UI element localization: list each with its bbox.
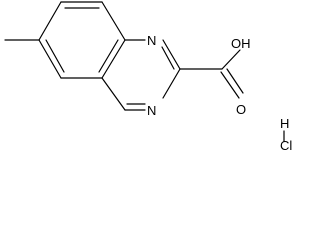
bond-c4a-c8a-inner: [98, 39, 119, 73]
bond-c6-c5: [38, 39, 62, 79]
atom-label-n1: N: [147, 33, 156, 48]
bond-c8a-c8: [101, 1, 126, 41]
bond-c4a-c8a: [101, 39, 126, 79]
bond-n1-c2-inner: [161, 46, 175, 70]
benzene-ring: [38, 1, 126, 79]
carboxylic-acid-group: [179, 49, 244, 99]
chemical-structure-diagram: N N OH O H Cl: [4, 1, 292, 150]
pyrimidine-ring: [101, 39, 181, 111]
atom-label-cl: Cl: [280, 138, 292, 150]
atom-label-h: H: [280, 116, 289, 131]
bond-carboxyl-oh: [221, 49, 241, 70]
atom-label-n3: N: [147, 103, 156, 118]
bond-c6-c5-inner: [45, 39, 65, 73]
bond-c4-c4a: [101, 77, 126, 111]
bond-c2-n3: [162, 68, 181, 99]
atom-label-o: O: [236, 102, 246, 117]
bond-carboxyl-o-inner: [226, 68, 244, 94]
atom-label-oh: OH: [231, 36, 251, 51]
bond-n1-c2: [162, 39, 181, 70]
bond-c7-c6: [38, 1, 62, 41]
bond-carboxyl-o: [220, 71, 240, 99]
